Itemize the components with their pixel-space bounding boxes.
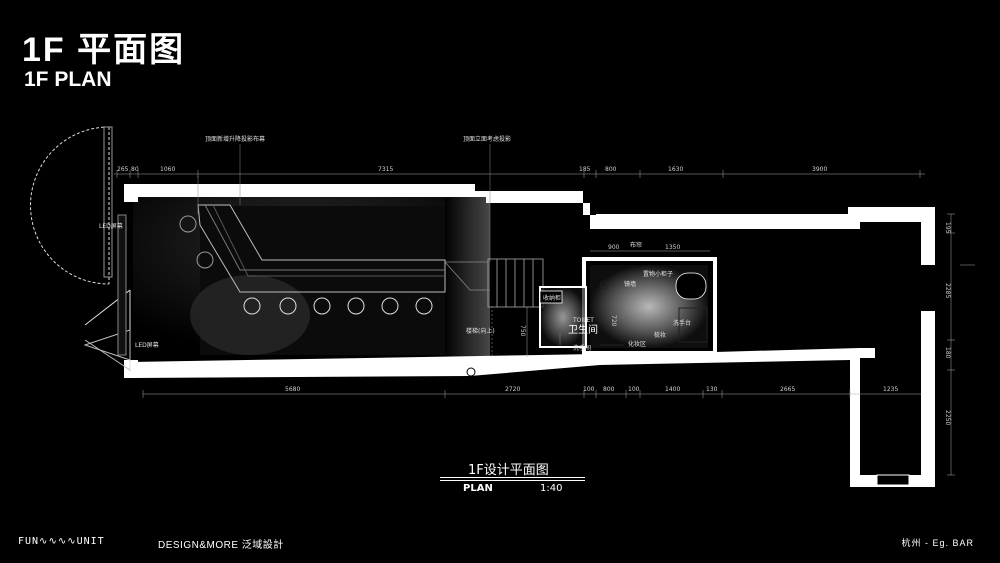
inner-dimensions: 900 1350 750 720 <box>519 244 710 357</box>
stool <box>347 297 365 315</box>
stool <box>415 297 433 315</box>
svg-text:7315: 7315 <box>378 166 393 173</box>
stool <box>313 297 331 315</box>
west-wall-top <box>124 184 138 202</box>
project-name: 杭州 - Eg. BAR <box>901 538 974 548</box>
wc <box>675 272 707 300</box>
svg-text:900: 900 <box>608 244 620 251</box>
svg-text:720: 720 <box>610 315 617 327</box>
plan-caption-sub: PLAN <box>463 483 493 494</box>
label-ceiling-projector: 顶面立面考虑投影 <box>463 135 511 143</box>
caption-underline <box>440 477 585 478</box>
label-led-bottom: LED屏幕 <box>135 341 159 349</box>
leader-lines <box>197 144 561 345</box>
label-toilet-cn: 卫生间 <box>568 323 598 336</box>
label-storage: 收纳柜 <box>543 294 561 302</box>
label-stair: 楼梯(向上) <box>466 327 495 335</box>
brand-logo: FUN∿∿∿∿UNIT <box>18 536 105 547</box>
north-wall <box>130 184 935 265</box>
svg-text:185: 185 <box>579 166 591 173</box>
svg-text:3900: 3900 <box>812 166 827 173</box>
page-subtitle: 1F PLAN <box>24 68 112 91</box>
bottom-dimension-line <box>142 390 921 398</box>
bottom-dimension-labels: 5680 2720 100 800 100 1400 130 2665 1235 <box>285 386 898 393</box>
brand-name: DESIGN&MORE 泛域設計 <box>158 540 284 551</box>
svg-text:180: 180 <box>944 347 951 359</box>
annotation-labels: 顶面新增升降投影布幕 顶面立面考虑投影 LED屏幕 LED屏幕 布帘 收纳柜 楼… <box>99 135 691 352</box>
right-dimension-line <box>947 213 975 476</box>
label-makeup: 化妆区 <box>628 340 646 348</box>
svg-text:800: 800 <box>605 166 617 173</box>
caption-underline <box>440 480 585 481</box>
svg-text:80: 80 <box>131 166 139 173</box>
svg-text:1400: 1400 <box>665 386 680 393</box>
svg-text:2285: 2285 <box>944 283 951 298</box>
plan-scale: 1:40 <box>540 483 563 494</box>
walls <box>124 184 935 487</box>
svg-text:130: 130 <box>706 386 718 393</box>
svg-text:800: 800 <box>603 386 615 393</box>
svg-text:5680: 5680 <box>285 386 300 393</box>
west-wall-bottom <box>124 360 138 378</box>
south-wall <box>130 311 935 487</box>
svg-text:1630: 1630 <box>668 166 683 173</box>
label-washroom: 洗手间 <box>573 344 591 352</box>
right-dimension-labels: 195 2285 180 2250 <box>944 222 951 425</box>
stool <box>279 297 297 315</box>
svg-text:1235: 1235 <box>883 386 898 393</box>
label-wash-basin: 洗手台 <box>673 319 691 327</box>
label-dresser: 梳妆 <box>654 331 666 339</box>
svg-text:1350: 1350 <box>665 244 680 251</box>
svg-text:100: 100 <box>583 386 595 393</box>
top-dimension-labels: 265 80 1060 7315 185 800 1630 3900 <box>117 166 827 173</box>
column <box>466 367 476 377</box>
svg-text:265: 265 <box>117 166 129 173</box>
label-toilet-en: TOILET <box>572 317 594 324</box>
stool <box>381 297 399 315</box>
svg-text:2250: 2250 <box>944 410 951 425</box>
stool <box>243 297 261 315</box>
svg-text:195: 195 <box>944 222 951 234</box>
label-ceiling-projection: 顶面新增升降投影布幕 <box>205 135 265 143</box>
toilet-room <box>539 257 717 355</box>
svg-text:1060: 1060 <box>160 166 175 173</box>
top-dimension-line <box>114 170 925 178</box>
svg-text:2665: 2665 <box>780 386 795 393</box>
page-title: 1F 平面图 <box>22 31 186 69</box>
svg-text:2720: 2720 <box>505 386 520 393</box>
svg-text:750: 750 <box>519 325 526 337</box>
basin <box>678 307 708 343</box>
entrance-door <box>30 126 131 372</box>
label-mirror: 镜墙 <box>624 280 636 288</box>
label-led-top: LED屏幕 <box>99 222 123 230</box>
label-shelf: 置物小柜子 <box>643 270 673 278</box>
basement-step <box>876 474 910 486</box>
plan-caption: 1F设计平面图 <box>468 463 549 478</box>
bar-counter <box>179 204 476 377</box>
staircase <box>444 258 544 358</box>
label-curtain: 布帘 <box>630 241 642 249</box>
svg-text:100: 100 <box>628 386 640 393</box>
